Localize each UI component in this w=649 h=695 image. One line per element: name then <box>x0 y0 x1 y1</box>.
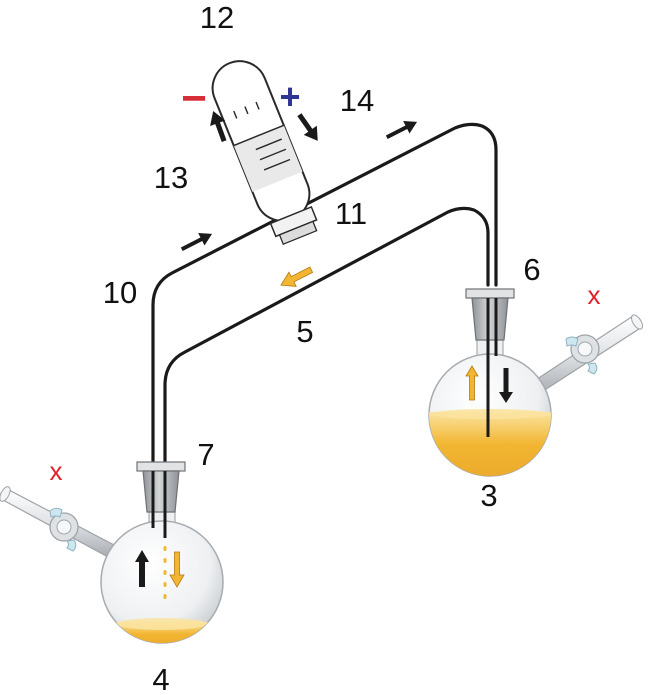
label-7: 7 <box>197 437 214 472</box>
arrow-icon <box>135 550 149 587</box>
label-5: 5 <box>296 314 313 349</box>
label-4: 4 <box>152 662 169 695</box>
lower-transfer-tube <box>163 206 490 464</box>
minus-sign: − <box>181 74 207 123</box>
arrow-icon <box>465 365 479 401</box>
stopper-7 <box>136 461 186 513</box>
stopcock-icon[interactable] <box>565 334 600 375</box>
plus-sign: + <box>279 76 300 117</box>
arrow-icon <box>499 368 513 403</box>
electrode-tube-12 <box>211 60 318 246</box>
arrow-icon <box>210 111 227 142</box>
label-6: 6 <box>523 252 540 287</box>
upper-transfer-tube <box>151 122 498 464</box>
left-side-arm <box>0 486 117 559</box>
stopper-6 <box>465 288 515 341</box>
source-flask-4 <box>0 461 224 644</box>
condensate-droplets <box>163 546 167 599</box>
receiving-flask-3 <box>428 288 643 477</box>
stopcock-icon[interactable] <box>49 507 79 552</box>
arrow-icon <box>385 121 418 140</box>
label-12: 12 <box>200 0 234 35</box>
label-3: 3 <box>480 478 497 513</box>
tubing <box>151 122 498 464</box>
arrow-icon <box>297 113 318 141</box>
label-10: 10 <box>103 275 137 310</box>
arrow-icon <box>280 266 314 287</box>
valve-mark-right: x <box>588 280 601 310</box>
arrow-icon <box>180 233 213 252</box>
label-14: 14 <box>340 83 374 118</box>
arrow-icon <box>169 551 185 588</box>
label-11: 11 <box>335 196 367 231</box>
valve-mark-left: x <box>50 456 63 486</box>
right-side-arm <box>527 314 643 396</box>
label-13: 13 <box>154 160 188 195</box>
